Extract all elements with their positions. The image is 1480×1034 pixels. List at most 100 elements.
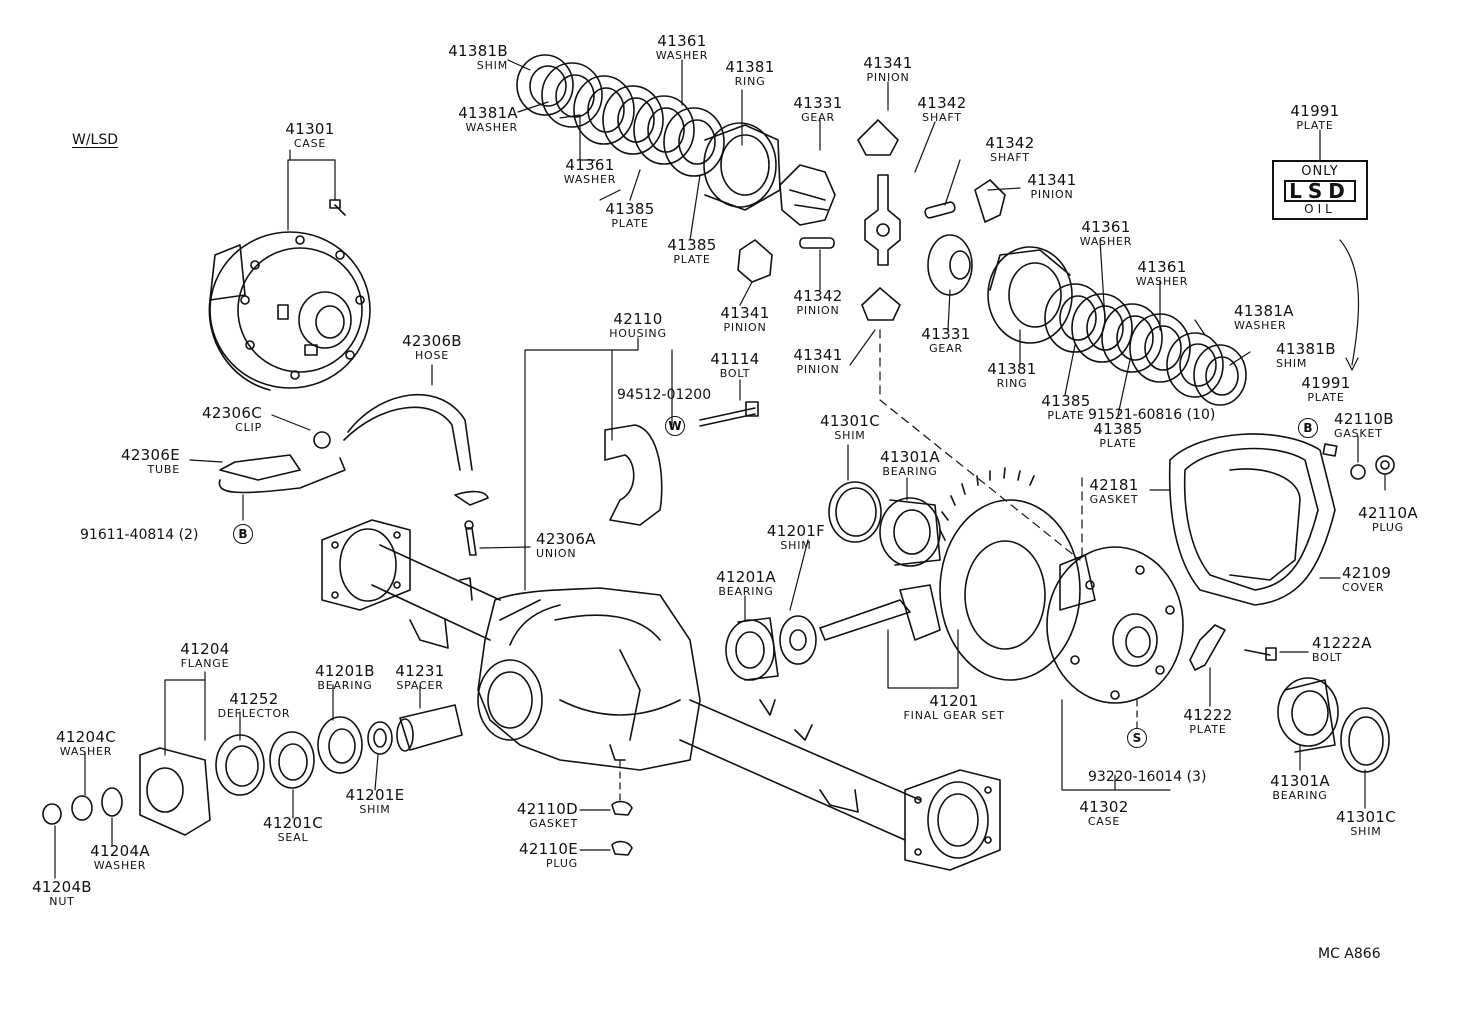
part-name: FLANGE bbox=[180, 657, 230, 670]
part-number: 41204B bbox=[32, 878, 92, 896]
callout-41381-top: 41381 RING bbox=[725, 60, 774, 88]
part-number: 41231 bbox=[395, 662, 445, 680]
callout-41385-r2: 41385 PLATE bbox=[1093, 422, 1142, 450]
bolt-part-94512: 94512-01200 bbox=[617, 387, 712, 403]
part-number: 41301C bbox=[820, 412, 880, 430]
part-name: SHIM bbox=[476, 59, 508, 72]
ring-gear-bearings-drawing bbox=[725, 467, 1184, 704]
part-number: 41342 bbox=[917, 94, 967, 112]
part-number: 41331 bbox=[793, 94, 843, 112]
part-name: SHAFT bbox=[922, 111, 962, 124]
part-number: 41201B bbox=[315, 662, 375, 680]
part-number: 41991 bbox=[1301, 374, 1351, 392]
part-name: GASKET bbox=[529, 817, 578, 830]
callout-41301-case: 41301 CASE bbox=[285, 120, 335, 150]
part-number: 41361 bbox=[657, 32, 707, 50]
part-name: PLATE bbox=[1099, 437, 1137, 450]
part-number: 41361 bbox=[1081, 218, 1131, 236]
part-name: BEARING bbox=[1272, 789, 1328, 802]
part-number: 42110 bbox=[613, 310, 663, 328]
callout-41385-r1: 41385 PLATE bbox=[1041, 392, 1091, 422]
part-number: 41342 bbox=[985, 134, 1035, 152]
callout-42110d: 42110D GASKET bbox=[517, 802, 578, 830]
part-number: 41385 bbox=[605, 200, 655, 218]
part-name: BEARING bbox=[718, 585, 774, 598]
pinion-flange-stack-drawing bbox=[42, 704, 633, 856]
part-name: UNION bbox=[536, 547, 577, 560]
callout-41201b: 41201B BEARING bbox=[315, 662, 375, 692]
part-name: DEFLECTOR bbox=[217, 707, 291, 720]
part-number: 41381B bbox=[448, 42, 508, 60]
callout-41341-bot: 41341 PINION bbox=[793, 346, 843, 376]
callout-41301a-top: 41301A BEARING bbox=[880, 450, 940, 478]
part-name: CASE bbox=[293, 137, 327, 150]
part-name: RING bbox=[734, 75, 766, 88]
part-name: COVER bbox=[1342, 581, 1385, 594]
callout-41381-right: 41381 RING bbox=[987, 362, 1036, 390]
callout-41381a-right: 41381A WASHER bbox=[1234, 302, 1294, 332]
callout-41385-a: 41385 PLATE bbox=[605, 200, 655, 230]
part-number: 41341 bbox=[793, 346, 843, 364]
part-number: 41204C bbox=[56, 728, 116, 746]
lsd-plate-line3: OIL bbox=[1304, 202, 1336, 216]
callout-42110e: 42110E PLUG bbox=[519, 840, 578, 870]
part-name: PINION bbox=[1030, 188, 1074, 201]
callout-41381a-top: 41381A WASHER bbox=[458, 106, 518, 134]
part-number: 41331 bbox=[921, 325, 971, 343]
part-number: 41381A bbox=[1234, 302, 1294, 320]
callout-41301c-bottom: 41301C SHIM bbox=[1336, 808, 1396, 838]
part-number: 42306E bbox=[121, 446, 180, 464]
leader-lines bbox=[54, 59, 1386, 879]
part-name: NUT bbox=[49, 895, 75, 908]
part-number: 41341 bbox=[720, 304, 770, 322]
callout-41222: 41222 PLATE bbox=[1183, 708, 1232, 736]
callout-41204c: 41204C WASHER bbox=[56, 728, 116, 758]
part-number: 42110B bbox=[1334, 410, 1394, 428]
lsd-plate-line2: LSD bbox=[1284, 180, 1356, 202]
symbol-s: S bbox=[1127, 728, 1147, 748]
callout-41301c-top: 41301C SHIM bbox=[820, 412, 880, 442]
callout-42181: 42181 GASKET bbox=[1089, 478, 1138, 506]
part-name: BEARING bbox=[317, 679, 373, 692]
callout-41331-right: 41331 GEAR bbox=[921, 325, 971, 355]
part-number: 41385 bbox=[667, 236, 717, 254]
part-name: PLATE bbox=[1047, 409, 1085, 422]
part-number: 41341 bbox=[863, 54, 913, 72]
part-name: WASHER bbox=[655, 49, 709, 62]
callout-41342-top: 41342 SHAFT bbox=[917, 94, 967, 124]
callout-41991-b: 41991 PLATE bbox=[1301, 374, 1351, 404]
callout-41201a: 41201A BEARING bbox=[716, 568, 776, 598]
part-name: GEAR bbox=[929, 342, 963, 355]
part-name: GEAR bbox=[801, 111, 835, 124]
part-number: 42110E bbox=[519, 840, 578, 858]
callout-42306e: 42306E TUBE bbox=[121, 446, 180, 476]
part-name: WASHER bbox=[1079, 235, 1133, 248]
part-number: 41385 bbox=[1041, 392, 1091, 410]
part-number: 41201A bbox=[716, 568, 776, 586]
breather-hose-drawing bbox=[218, 393, 489, 506]
part-name: PINION bbox=[796, 304, 840, 317]
part-number: 41342 bbox=[793, 287, 843, 305]
drawing-code: MC A866 bbox=[1318, 946, 1381, 962]
lsd-case-drawing bbox=[208, 199, 371, 391]
variant-label: W/LSD bbox=[72, 132, 119, 148]
part-number: 41301C bbox=[1336, 808, 1396, 826]
callout-42109: 42109 COVER bbox=[1342, 566, 1391, 594]
right-clutch-pack-drawing bbox=[987, 246, 1247, 406]
callout-41381b-right: 41381B SHIM bbox=[1276, 342, 1336, 370]
symbol-b-right: B bbox=[1298, 418, 1318, 438]
part-name: PLATE bbox=[1189, 723, 1227, 736]
callout-41252: 41252 DEFLECTOR bbox=[217, 692, 291, 720]
part-name: PLATE bbox=[673, 253, 711, 266]
part-number: 41201C bbox=[263, 814, 323, 832]
part-number: 41361 bbox=[565, 156, 615, 174]
part-number: 41301 bbox=[285, 120, 335, 138]
callout-41201: 41201 FINAL GEAR SET bbox=[904, 694, 1005, 722]
part-name: RING bbox=[996, 377, 1028, 390]
part-number: 42306B bbox=[402, 332, 462, 350]
bolt-part-91611: 91611-40814 (2) bbox=[80, 527, 199, 543]
part-name: WASHER bbox=[93, 859, 147, 872]
part-name: WASHER bbox=[1234, 319, 1287, 332]
callout-41204a: 41204A WASHER bbox=[90, 844, 150, 872]
